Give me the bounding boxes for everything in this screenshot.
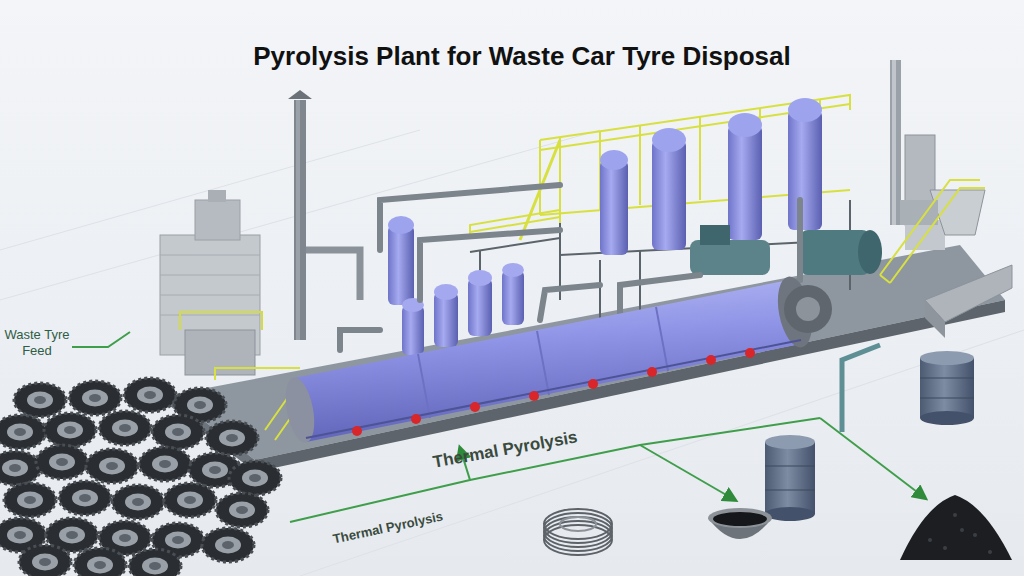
control-building: [160, 190, 262, 375]
feed-label: Waste Tyre Feed: [4, 327, 70, 358]
tyre-pile: [0, 378, 281, 576]
oil-barrel: [765, 435, 815, 521]
pump-units: [690, 225, 882, 275]
flow-lines: [72, 332, 925, 522]
oil-barrel: [920, 351, 974, 425]
right-chimney: [890, 60, 985, 250]
steel-wire-coil: [544, 509, 612, 555]
floor-grid: [0, 130, 1024, 576]
condenser-columns: [388, 98, 822, 305]
diagram-title: Pyrolysis Plant for Waste Car Tyre Dispo…: [253, 41, 791, 72]
discharge-chute: [925, 265, 1012, 338]
chimney: [288, 90, 360, 340]
pyrolysis-reactor: [281, 274, 832, 445]
carbon-black-pile: [900, 495, 1012, 560]
oil-pipe: [842, 345, 880, 432]
oil-bowl: [708, 508, 772, 539]
